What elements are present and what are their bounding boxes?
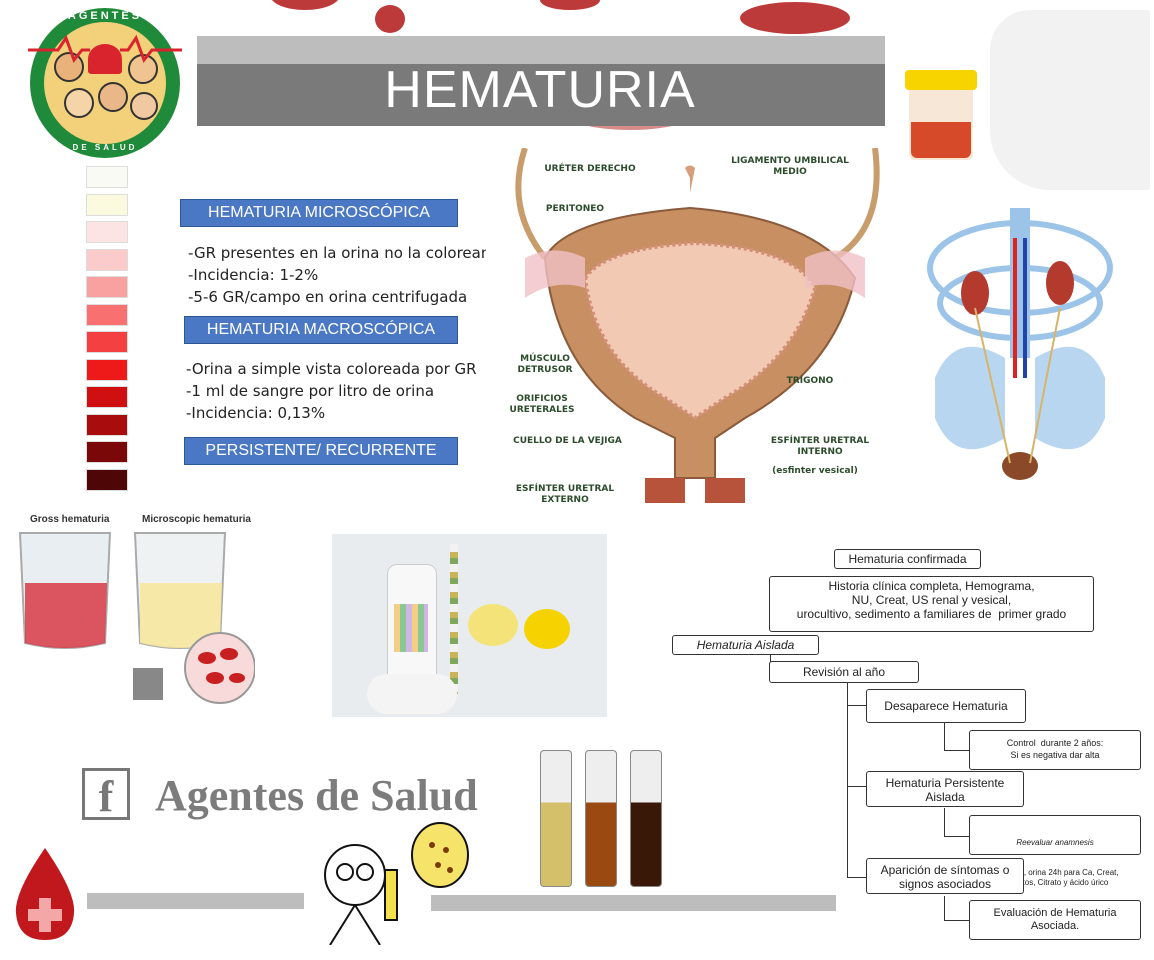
label-peritoneum: PERITONEO (545, 204, 605, 214)
bladder-anatomy-diagram: URÉTER DERECHO LIGAMENTO UMBILICAL MEDIO… (505, 147, 885, 518)
flow-connector (944, 920, 970, 921)
logo-text-bottom: DE SALUD (72, 143, 138, 152)
microscopic-line-2: -Incidencia: 1-2% (188, 266, 319, 284)
blood-splatter (540, 0, 600, 10)
flow-isolated: Hematuria Aislada (672, 635, 819, 655)
flow-connector (944, 808, 945, 836)
flow-symptoms: Aparición de síntomas o signos asociados (866, 858, 1024, 894)
flow-connector (847, 682, 848, 877)
flow-disappears: Desaparece Hematuria (866, 689, 1026, 723)
page-title: HEMATURIA (384, 61, 696, 119)
macroscopic-line-2: -1 ml de sangre por litro de orina (186, 382, 435, 400)
badge-microscopic-hematuria: HEMATURIA MICROSCÓPICA (180, 199, 458, 227)
blood-splatter (740, 2, 850, 34)
divider-right (431, 895, 836, 911)
label-umbilical-ligament: LIGAMENTO UMBILICAL MEDIO (731, 156, 849, 177)
macroscopic-line-1: -Orina a simple vista coloreada por GR (186, 360, 477, 378)
macroscopic-line-3: -Incidencia: 0,13% (186, 404, 326, 422)
color-swatch (86, 276, 128, 298)
urinary-system-illustration (915, 208, 1125, 523)
color-swatch (86, 166, 128, 188)
flow-review: Revisión al año (769, 661, 919, 683)
flow-connector (847, 786, 867, 787)
label-ureteral-orifices: ORIFICIOS URETERALES (509, 394, 575, 415)
label-bladder-neck: CUELLO DE LA VEJIGA (513, 436, 622, 446)
color-swatch (86, 386, 128, 408)
microscopic-line-3: -5-6 GR/campo en orina centrifugada (188, 288, 468, 306)
flow-persistent: Hematuria Persistente Aislada (866, 771, 1024, 807)
flow-connector (847, 877, 867, 878)
microscopic-hematuria-label: Microscopic hematuria (142, 514, 251, 525)
flow-connector (847, 705, 867, 706)
flow-reevaluate-title: Reevaluar anamnesis (1016, 838, 1094, 847)
scientist-cartoon (310, 820, 470, 946)
label-vesical-sphincter: (esfinter vesical) (772, 466, 858, 476)
color-swatch (86, 441, 128, 463)
urine-tubes-photo (530, 740, 670, 890)
flow-workup: Historia clínica completa, Hemograma, NU… (769, 576, 1094, 632)
label-external-sphincter: ESFÍNTER URETRAL EXTERNO (515, 484, 615, 505)
color-swatch (86, 358, 128, 381)
color-swatch (86, 413, 128, 436)
agentes-de-salud-logo: AGENTES DE SALUD (28, 8, 182, 158)
logo-text-top: AGENTES (67, 10, 143, 22)
blood-splatter (270, 0, 340, 10)
badge-persistent-recurrent: PERSISTENTE/ RECURRENTE (184, 437, 458, 465)
flow-connector (944, 836, 970, 837)
brand-name: Agentes de Salud (155, 771, 478, 820)
beaker-illustration (15, 528, 256, 708)
color-swatch (86, 468, 128, 491)
flow-connector (944, 722, 945, 750)
urine-sample-photo (895, 10, 1150, 190)
blood-splatter (375, 5, 405, 33)
color-swatch (86, 193, 128, 216)
label-ureter: URÉTER DERECHO (544, 164, 636, 174)
color-swatch (86, 248, 128, 271)
urine-dipstick-photo (332, 534, 607, 717)
flow-control: Control durante 2 años: Si es negativa d… (969, 730, 1141, 770)
flow-connector (944, 896, 945, 920)
label-trigone: TRÍGONO (786, 376, 834, 386)
facebook-icon[interactable]: f (82, 768, 130, 821)
color-swatch (86, 221, 128, 243)
flow-connector (944, 750, 970, 751)
gross-hematuria-label: Gross hematuria (30, 514, 110, 525)
flow-confirmed: Hematuria confirmada (834, 549, 981, 569)
label-detrusor: MÚSCULO DETRUSOR (517, 354, 573, 375)
flow-associated: Evaluación de Hematuria Asociada. (969, 900, 1141, 940)
heartbeat-icon (28, 34, 182, 64)
title-banner-stripe (197, 36, 885, 64)
flow-reevaluate: Reevaluar anamnesis Ca/ creat, orina 24h… (969, 815, 1141, 887)
blood-drop-icon (14, 848, 76, 943)
divider-left (87, 893, 304, 909)
color-swatch (86, 331, 128, 353)
label-internal-sphincter: ESFÍNTER URETRAL INTERNO (770, 436, 870, 457)
color-swatch (86, 303, 128, 326)
microscopic-line-1: -GR presentes en la orina no la colorean (188, 244, 486, 262)
badge-macroscopic-hematuria: HEMATURIA MACROSCÓPICA (184, 316, 458, 344)
